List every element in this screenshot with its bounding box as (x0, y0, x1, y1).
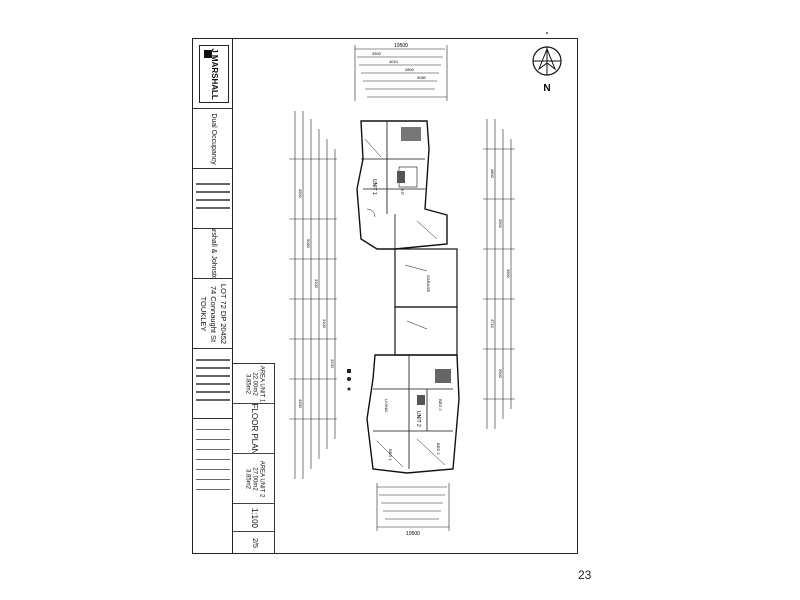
svg-text:3080: 3080 (417, 75, 427, 80)
project-type: Dual Occupancy (210, 112, 217, 165)
drawing-title-cell: FLOOR PLAN (233, 404, 275, 454)
right-dimensions (483, 119, 515, 429)
svg-text:3230: 3230 (330, 359, 335, 369)
client-name: Marshall & Johnstone (210, 229, 217, 279)
notes-cell (193, 349, 233, 419)
dim-top-overall: 19500 (394, 43, 408, 49)
room-label-unit-1: UNIT 1 (371, 179, 377, 195)
room-label-unit-2: UNIT 2 (415, 411, 421, 427)
drawing-sheet: J MARSHALL Dual Occupancy Marshall & Joh… (192, 38, 578, 554)
svg-text:2800: 2800 (405, 67, 415, 72)
scale-cell: 1:100 (233, 504, 275, 532)
svg-text:4710: 4710 (490, 319, 495, 329)
sheet-number: 2/5 (251, 538, 258, 548)
area-unit-1-cell: AREA UNIT 1 22.00m2 3.85m2 (233, 364, 275, 404)
drawing-info-strip: AREA UNIT 1 22.00m2 3.85m2 FLOOR PLAN AR… (233, 363, 275, 553)
scale: 1:100 (250, 507, 259, 528)
company-name: J MARSHALL (210, 48, 219, 100)
svg-text:4500: 4500 (298, 189, 303, 199)
north-arrow-icon: N (532, 46, 562, 94)
site-address: LOT 72 DP 20452 74 Connaught St TOUKLEY (199, 283, 228, 344)
unit-2-plan (366, 354, 460, 474)
sheet-cell: 2/5 (233, 532, 275, 554)
svg-text:5050: 5050 (306, 239, 311, 249)
address-cell: LOT 72 DP 20452 74 Connaught St TOUKLEY (193, 279, 233, 349)
revisions-cell (193, 419, 233, 555)
floor-plan-drawing: N 19500 3500 4010 2800 3080 (289, 43, 562, 537)
svg-text:3500: 3500 (498, 219, 503, 229)
unit-1-plan (356, 120, 448, 250)
logo-mark (204, 50, 212, 58)
company-logo-cell: J MARSHALL (193, 39, 233, 109)
bottom-dimensions (376, 483, 450, 531)
title-block: J MARSHALL Dual Occupancy Marshall & Joh… (193, 39, 233, 553)
svg-text:3500: 3500 (498, 369, 503, 379)
svg-text:3100: 3100 (322, 319, 327, 329)
svg-text:4010: 4010 (389, 59, 399, 64)
north-label: N (543, 83, 550, 94)
scan-speck (546, 32, 548, 34)
area-unit-2-label: AREA UNIT 2 (258, 460, 265, 497)
client-cell (193, 169, 233, 229)
legend-symbols (347, 369, 351, 391)
room-label-living: LIVING (384, 399, 389, 412)
room-label-bed-3: BED 3 (438, 399, 443, 411)
svg-text:4350: 4350 (298, 399, 303, 409)
room-label-bed-1: BED 1 (388, 449, 393, 461)
svg-text:3600: 3600 (506, 269, 511, 279)
top-dimensions (354, 45, 448, 101)
room-label-bed-2: BED 2 (436, 443, 441, 455)
area-unit-1-label: AREA UNIT 1 (258, 365, 265, 402)
room-label-kitchen: KIT (400, 189, 405, 196)
project-type-cell: Dual Occupancy (193, 109, 233, 169)
left-dimensions (289, 111, 337, 479)
company-logo: J MARSHALL (199, 45, 229, 103)
area-unit-2-cell: AREA UNIT 2 27.00m2 3.85m2 (233, 454, 275, 504)
floor-plan-area: N 19500 3500 4010 2800 3080 (277, 39, 577, 553)
garage-plan (394, 248, 458, 356)
svg-text:3200: 3200 (314, 279, 319, 289)
room-label-garage: GARAGE (426, 275, 431, 292)
svg-text:4800: 4800 (490, 169, 495, 179)
dim-bottom-overall: 19500 (406, 531, 420, 537)
client-name-cell: Marshall & Johnstone (193, 229, 233, 279)
page-number: 23 (578, 568, 592, 582)
svg-text:3500: 3500 (372, 51, 382, 56)
drawing-title: FLOOR PLAN (250, 404, 259, 454)
